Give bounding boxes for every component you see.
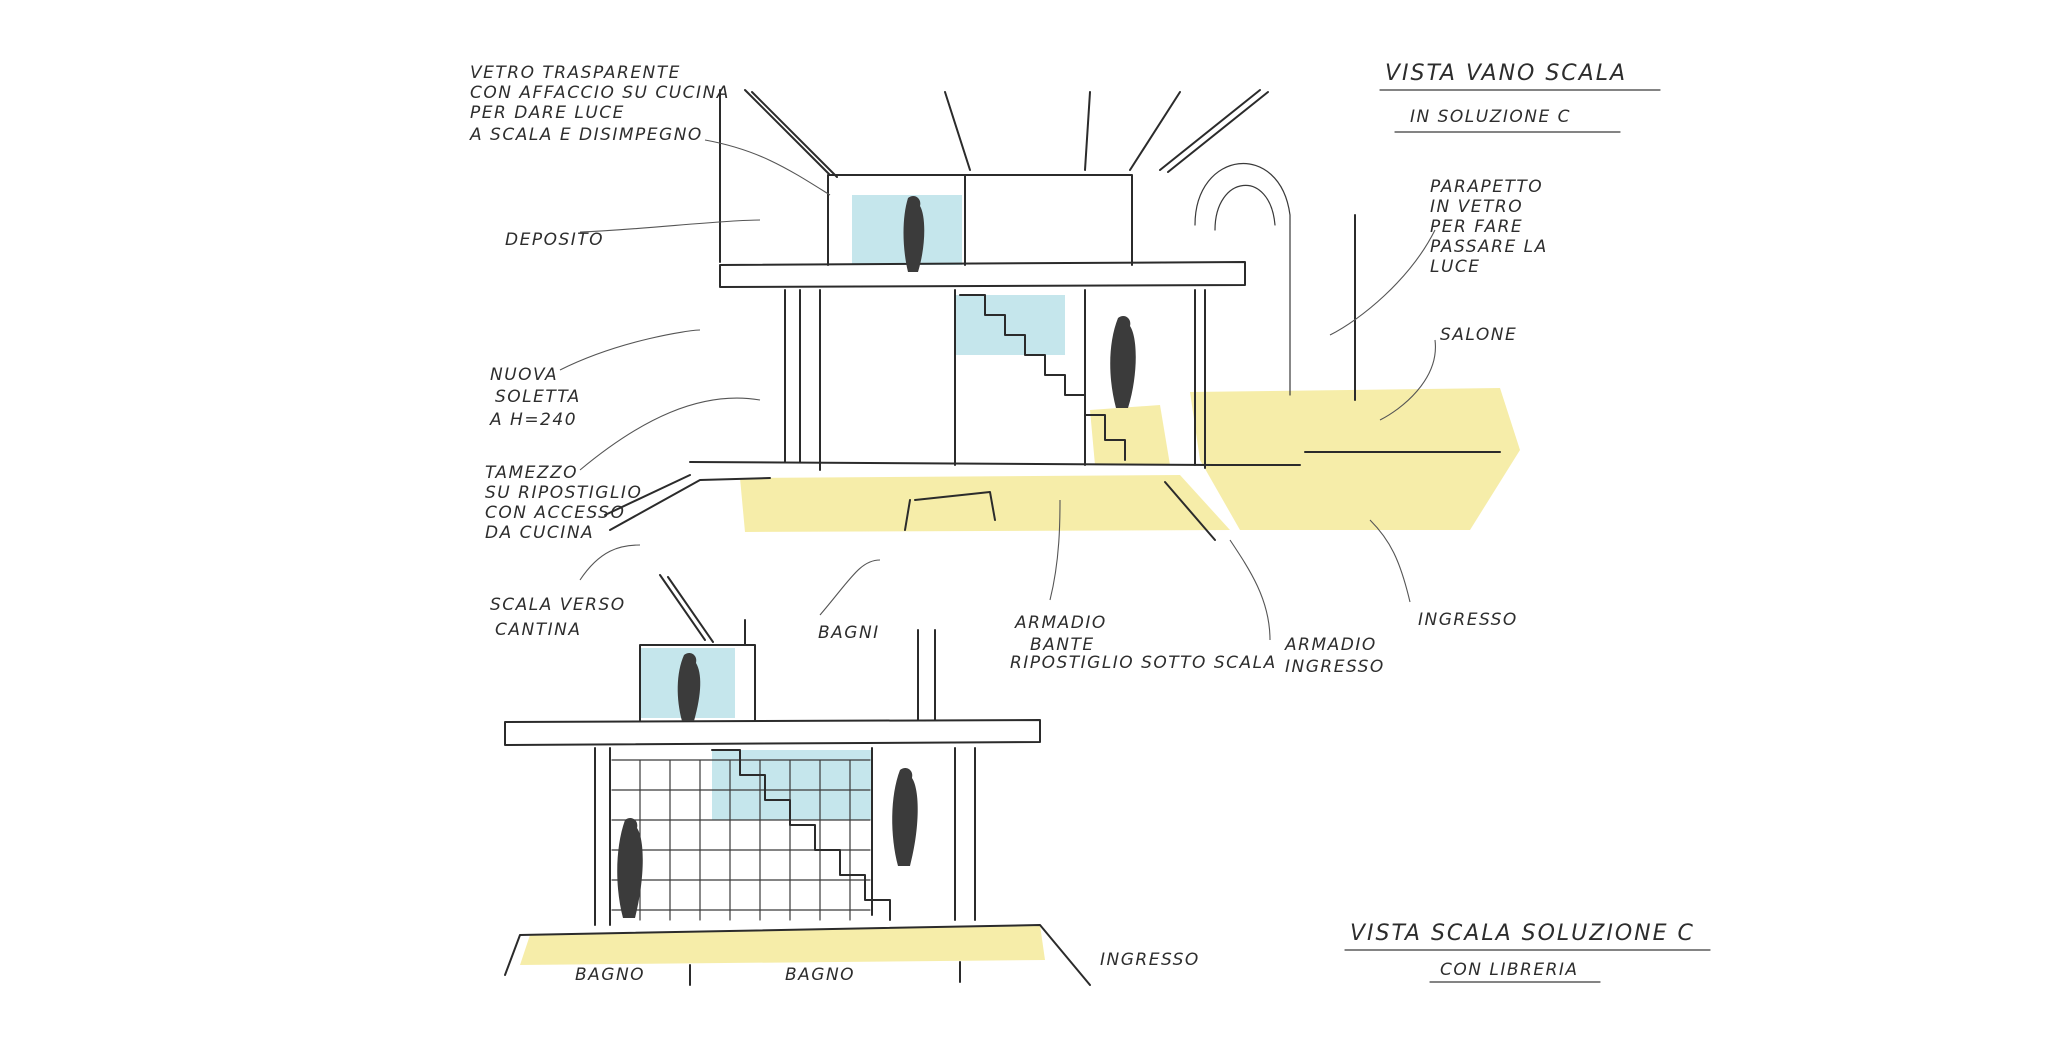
label-scala-cantina: SCALA VERSO CANTINA: [490, 595, 626, 640]
floor-yellow-bottom: [520, 925, 1045, 965]
label-armadio-bante: ARMADIO BANTE RIPOSTIGLIO SOTTO SCALA: [1010, 613, 1277, 673]
stair-top: [959, 294, 1126, 461]
slab-top: [719, 261, 1246, 288]
title-top-line1: VISTA VANO SCALA: [1385, 61, 1627, 86]
figure-lower-left: [617, 817, 643, 918]
label-vetro-line: VETRO TRASPARENTE: [470, 63, 681, 83]
figure-lower-right: [892, 767, 918, 866]
label-ingresso-top: INGRESSO: [1418, 610, 1518, 630]
label-soletta-line: NUOVA: [490, 365, 558, 385]
floor-outline-bottom: [504, 924, 1091, 986]
label-parapetto: PARAPETTO IN VETRO PER FARE PASSARE LA L…: [1430, 177, 1548, 277]
label-deposito: DEPOSITO: [505, 230, 604, 250]
title-top-line2: IN SOLUZIONE C: [1410, 107, 1571, 127]
title-bottom-underline: [1344, 949, 1711, 983]
title-top: VISTA VANO SCALA IN SOLUZIONE C: [1385, 61, 1627, 127]
upper-box-bottom: [639, 629, 936, 721]
label-ingresso-bottom: INGRESSO: [1100, 950, 1200, 970]
label-tamezzo-line: DA CUCINA: [485, 523, 594, 543]
floor-outline: [604, 451, 1501, 541]
label-parapetto-line: PASSARE LA: [1430, 237, 1548, 257]
label-parapetto-line: PARAPETTO: [1430, 177, 1543, 197]
figure-lower-upper: [677, 652, 701, 721]
label-bagno-1: BAGNO: [575, 965, 645, 985]
label-tamezzo: TAMEZZO SU RIPOSTIGLIO CON ACCESSO DA CU…: [485, 463, 642, 543]
label-armadio-line: BANTE: [1030, 635, 1095, 655]
columns-top: [784, 214, 1356, 471]
label-soletta-line: SOLETTA: [495, 387, 581, 407]
glass-lower-stair: [712, 750, 872, 820]
label-parapetto-line: IN VETRO: [1430, 197, 1523, 217]
columns-bottom: [594, 747, 976, 926]
label-armadio-ingresso: ARMADIO INGRESSO: [1284, 635, 1385, 677]
label-parapetto-line: LUCE: [1430, 257, 1481, 277]
label-armadio-ing-line: ARMADIO: [1284, 635, 1377, 655]
title-bottom-line1: VISTA SCALA SOLUZIONE C: [1350, 921, 1695, 946]
figure-upper: [903, 195, 925, 272]
beams-bottom: [659, 574, 746, 646]
label-scala-line: CANTINA: [495, 620, 581, 640]
beams: [744, 89, 1269, 178]
label-bagni: BAGNI: [818, 623, 880, 643]
stair-bottom: [711, 749, 891, 921]
title-bottom: VISTA SCALA SOLUZIONE C CON LIBRERIA: [1350, 921, 1695, 980]
glass-stair: [955, 295, 1065, 355]
title-top-underline: [1379, 89, 1661, 133]
label-nuova-soletta: NUOVA SOLETTA A H=240: [489, 365, 581, 430]
floor-yellow-main: [740, 475, 1230, 532]
floor-yellow-stair: [1090, 405, 1170, 465]
label-tamezzo-line: TAMEZZO: [485, 463, 578, 483]
leader-lines: [559, 139, 1436, 641]
label-tamezzo-line: CON ACCESSO: [485, 503, 625, 523]
figure-stair: [1110, 315, 1136, 408]
label-vetro: VETRO TRASPARENTE CON AFFACCIO SU CUCINA…: [469, 63, 730, 145]
label-vetro-line: CON AFFACCIO SU CUCINA: [470, 83, 730, 103]
label-vetro-line: PER DARE LUCE: [470, 103, 625, 123]
label-parapetto-line: PER FARE: [1430, 217, 1523, 237]
label-vetro-line: A SCALA E DISIMPEGNO: [469, 125, 703, 145]
label-soletta-line: A H=240: [489, 410, 577, 430]
bottom-section-drawing: [504, 574, 1091, 986]
top-section-drawing: [604, 89, 1520, 541]
title-bottom-line2: CON LIBRERIA: [1440, 960, 1579, 980]
floor-yellow-salone: [1190, 388, 1520, 530]
label-bagno-2: BAGNO: [785, 965, 855, 985]
label-armadio-ing-line: INGRESSO: [1285, 657, 1385, 677]
arch: [1194, 163, 1291, 396]
label-armadio-line: RIPOSTIGLIO SOTTO SCALA: [1010, 653, 1277, 673]
slab-bottom: [504, 719, 1041, 746]
label-salone: SALONE: [1440, 325, 1517, 345]
label-armadio-line: ARMADIO: [1014, 613, 1107, 633]
label-scala-line: SCALA VERSO: [490, 595, 626, 615]
upper-box: [719, 89, 1133, 266]
label-tamezzo-line: SU RIPOSTIGLIO: [485, 483, 642, 503]
